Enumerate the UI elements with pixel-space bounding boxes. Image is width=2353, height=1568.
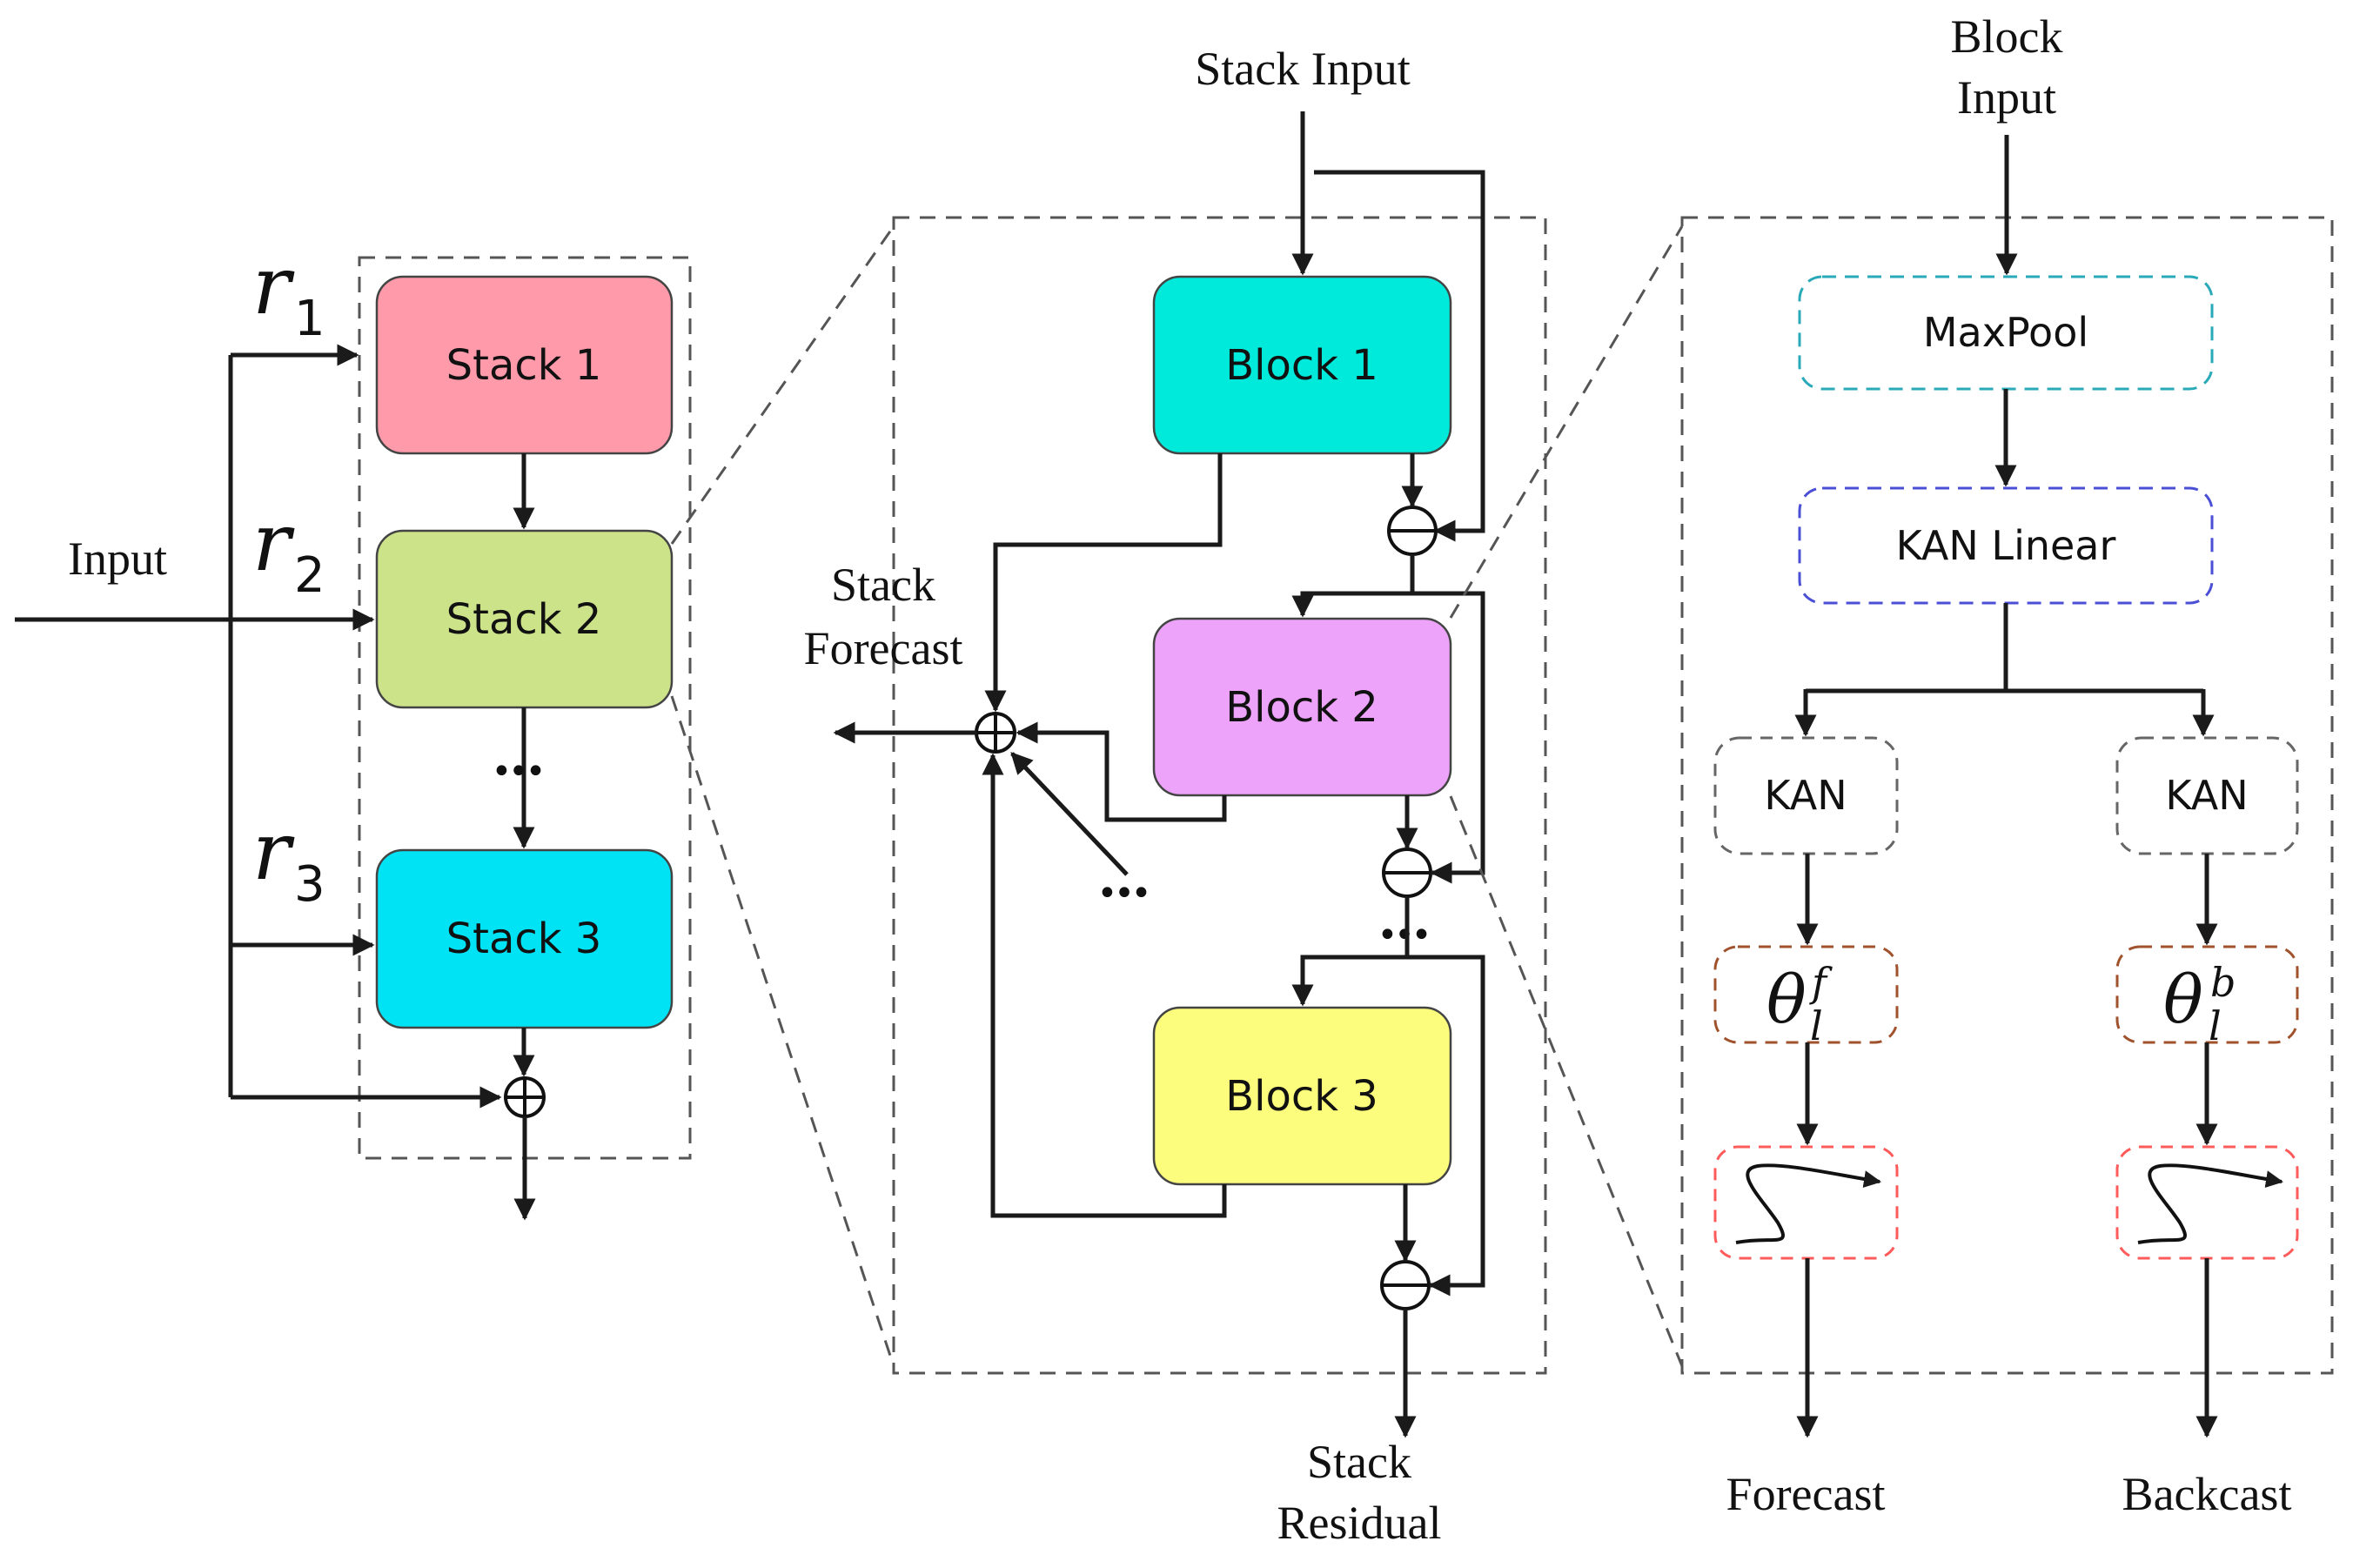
block-2: Block 2 [1152, 617, 1452, 797]
forecast-branch: KAN θ f l Forecast [1713, 736, 1899, 1520]
stack-residual-label-line1: Stack [1307, 1436, 1411, 1488]
backcast-output-label: Backcast [2122, 1468, 2292, 1520]
backcast-basis-function [2115, 1145, 2299, 1260]
residual1-skip-arrow [1412, 591, 1485, 884]
block2-forecast-arrow [1016, 721, 1227, 822]
residual-to-block3-arrow [1291, 955, 1407, 1007]
forecast-sum-operator [975, 712, 1016, 754]
stack-3: Stack 3 [375, 848, 674, 1029]
block-3-label: Block 3 [1225, 1072, 1378, 1121]
residual-label-r3: r 3 [252, 805, 325, 913]
backcast-kan-layer: KAN [2115, 736, 2299, 855]
stack-forecast-label-line2: Forecast [804, 622, 963, 674]
block1-forecast-arrow [984, 453, 1223, 713]
block-3: Block 3 [1152, 1006, 1452, 1186]
forecast-kan-label: KAN [1764, 772, 1847, 819]
middle-panel: Stack Input Block 1 Block 2 Block 3 [804, 43, 1547, 1549]
svg-text:2: 2 [294, 547, 325, 604]
other-blocks-forecast-arrow [1010, 752, 1129, 876]
residual-label-r1: r 1 [252, 239, 325, 347]
subtract-operator-2 [1382, 848, 1432, 898]
stack-input-skip-arrow [1314, 170, 1485, 542]
block-input-label-line1: Block [1951, 10, 2063, 63]
stack-ellipsis: ••• [492, 752, 543, 792]
svg-text:θ: θ [1766, 961, 1807, 1038]
stack-2: Stack 2 [375, 529, 674, 709]
stack-residual-label-line2: Residual [1277, 1497, 1442, 1549]
block-ellipsis: ••• [1378, 915, 1429, 955]
basis-curve-icon [1735, 1163, 1881, 1244]
zoom-connector-bottom-right [1449, 795, 1684, 1367]
stack-input-label: Stack Input [1195, 43, 1410, 95]
svg-text:r: r [252, 496, 295, 589]
right-panel: Block Input MaxPool KAN Linear KAN θ [1680, 10, 2334, 1520]
zoom-connector-bottom [670, 695, 895, 1367]
forecast-theta-coefficients: θ f l [1713, 945, 1899, 1049]
input-label: Input [68, 533, 167, 585]
kan-linear-layer: KAN Linear [1798, 486, 2214, 605]
stack-1: Stack 1 [375, 275, 674, 455]
svg-text:r: r [252, 239, 295, 332]
basis-curve-icon [2137, 1163, 2283, 1244]
maxpool-label: MaxPool [1923, 309, 2088, 356]
backcast-theta-coefficients: θ b l [2115, 945, 2299, 1049]
block-1: Block 1 [1152, 275, 1452, 455]
svg-text:f: f [1809, 959, 1833, 1006]
subtract-operator-3 [1380, 1260, 1431, 1310]
forecast-basis-function [1713, 1145, 1899, 1260]
backcast-kan-label: KAN [2165, 772, 2248, 819]
stack-1-label: Stack 1 [446, 341, 602, 390]
block-1-label: Block 1 [1225, 341, 1378, 390]
sum-operator [504, 1076, 546, 1118]
left-panel: Input r 1 r 2 r 3 Stack 1 Stack 2 [15, 239, 692, 1221]
residual1-to-block2-arrow [1291, 554, 1415, 618]
svg-text:l: l [2209, 1002, 2222, 1049]
zoom-connector-top-right [1449, 225, 1684, 619]
block-input-label-line2: Input [1957, 71, 2056, 124]
svg-text:3: 3 [294, 856, 325, 913]
forecast-kan-layer: KAN [1713, 736, 1899, 855]
residual-label-r2: r 2 [252, 496, 325, 604]
forecast-ellipsis: ••• [1097, 874, 1149, 914]
svg-text:1: 1 [294, 291, 325, 347]
stack-forecast-label-line1: Stack [831, 559, 935, 611]
stack-2-label: Stack 2 [446, 595, 602, 644]
block3-forecast-arrow [982, 753, 1227, 1218]
stack-3-label: Stack 3 [446, 915, 602, 963]
svg-text:b: b [2210, 959, 2236, 1006]
residual-skip-arrow [1407, 955, 1485, 1297]
maxpool-layer: MaxPool [1798, 275, 2214, 391]
backcast-branch: KAN θ b l Backcast [2115, 736, 2299, 1520]
forecast-output-label: Forecast [1726, 1468, 1886, 1520]
svg-text:r: r [252, 805, 295, 898]
kan-linear-label: KAN Linear [1896, 522, 2116, 569]
blocks-dashed-frame [892, 216, 1547, 1375]
svg-text:l: l [1810, 1002, 1823, 1049]
block-2-label: Block 2 [1225, 683, 1378, 732]
zoom-connector-top [670, 225, 895, 545]
svg-text:θ: θ [2163, 961, 2203, 1038]
subtract-operator-1 [1387, 506, 1438, 556]
